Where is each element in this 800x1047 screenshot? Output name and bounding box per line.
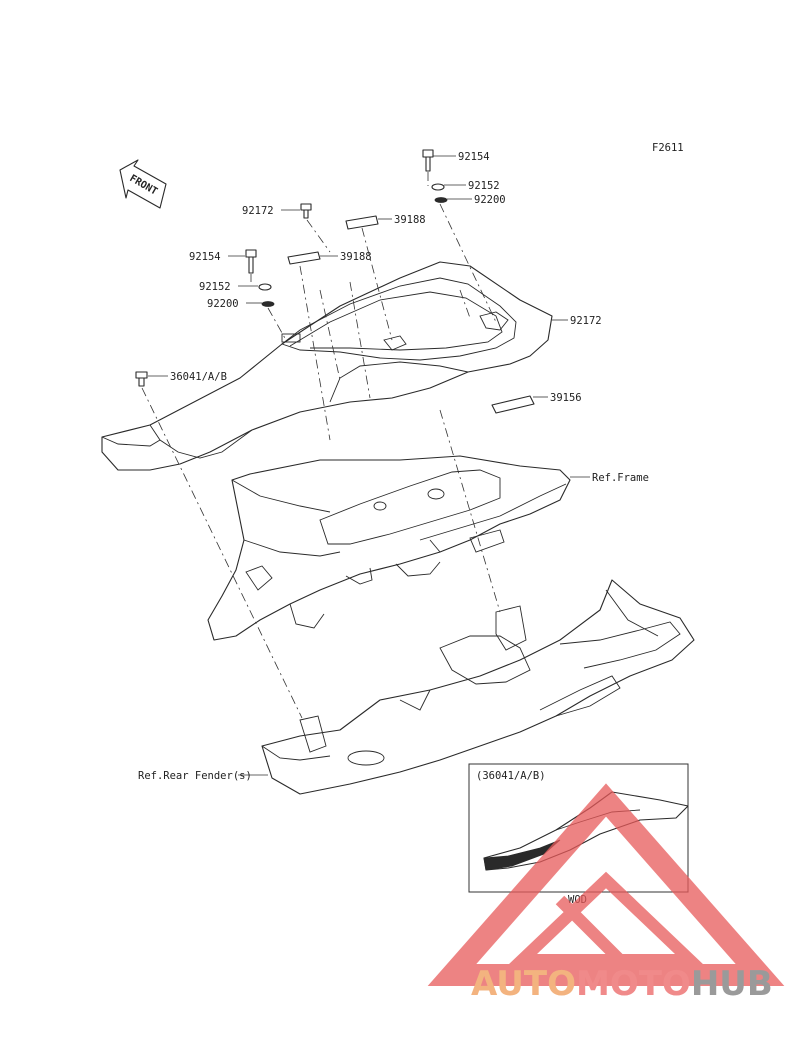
bolt-icon — [300, 203, 312, 219]
rear-fender-part — [261, 579, 695, 795]
label-cover: 92172 — [570, 315, 602, 327]
oring-icon — [261, 301, 275, 307]
diagram-code: F2611 — [652, 142, 684, 154]
label-decal-right: 39156 — [550, 392, 582, 404]
label-oring-left: 92200 — [207, 298, 239, 310]
label-decal-top-right: 39188 — [394, 214, 426, 226]
label-oring-top-right: 92200 — [474, 194, 506, 206]
label-washer-left: 92152 — [199, 281, 231, 293]
seat-cowl-part — [101, 261, 553, 471]
watermark-hub: HUB — [691, 964, 773, 1004]
label-bolt-top-right: 92154 — [458, 151, 490, 163]
label-decal-top-left: 39188 — [340, 251, 372, 263]
washer-icon — [258, 283, 272, 291]
washer-icon — [431, 183, 445, 191]
label-bolt-far-left: 36041/A/B — [170, 371, 227, 383]
bolt-icon — [245, 249, 257, 274]
watermark-auto: AUTO — [471, 964, 576, 1004]
alignment-lines — [141, 172, 501, 719]
label-washer-top-right: 92152 — [468, 180, 500, 192]
watermark-moto: MOTO — [576, 964, 691, 1004]
frame-part — [207, 455, 571, 641]
label-ref-frame: Ref.Frame — [592, 472, 649, 484]
decal-icon — [345, 215, 379, 230]
label-bolt-top-mid: 92172 — [242, 205, 274, 217]
automotohub-logo-icon — [427, 783, 785, 986]
decal-icon — [491, 395, 535, 414]
watermark-text: AUTOMOTOHUB — [471, 964, 773, 1004]
decal-icon — [287, 251, 321, 265]
inset-title: (36041/A/B) — [476, 770, 546, 782]
label-bolt-left: 92154 — [189, 251, 221, 263]
bolt-icon — [422, 149, 434, 172]
oring-icon — [434, 197, 448, 203]
label-ref-rear-fender: Ref.Rear Fender(s) — [138, 770, 252, 782]
bolt-icon — [135, 371, 148, 387]
front-arrow-icon: FRONT — [119, 159, 167, 209]
